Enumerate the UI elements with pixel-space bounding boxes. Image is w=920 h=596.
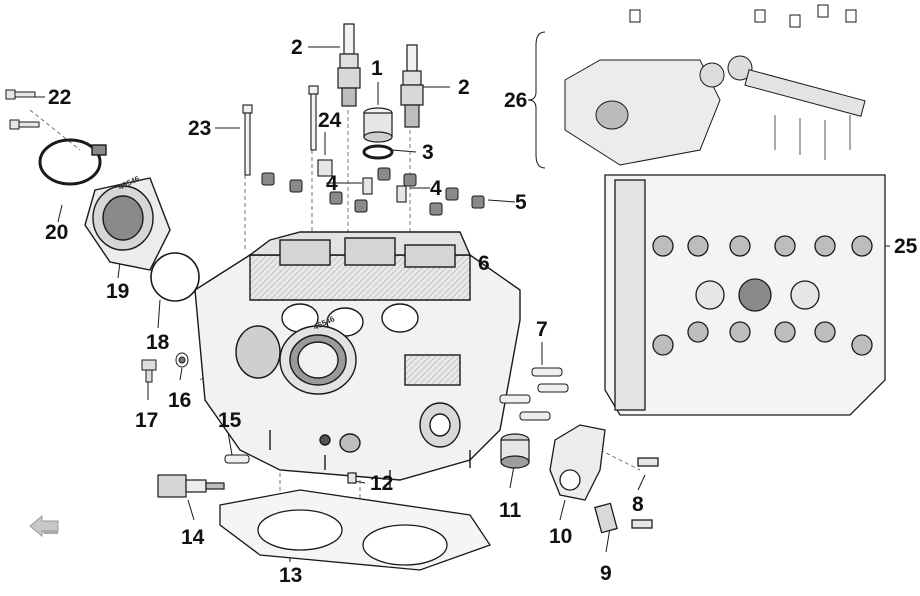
callout-12[interactable]: 12: [370, 472, 394, 495]
callout-10[interactable]: 10: [549, 525, 573, 548]
cam-pins: [317, 159, 407, 203]
callout-9[interactable]: 9: [600, 562, 612, 585]
o-ring-large: [150, 252, 200, 302]
coolant-outlet: [549, 424, 659, 534]
o-ring-small: [362, 144, 394, 160]
long-bolts: [242, 85, 319, 176]
intake-boot-on-head: [279, 325, 357, 395]
plug-cap: [363, 107, 393, 143]
callout-5[interactable]: 5: [515, 191, 527, 214]
callout-11[interactable]: 11: [499, 499, 522, 522]
head-top-view: [604, 174, 886, 416]
callout-6[interactable]: 6: [478, 252, 490, 275]
callout-26[interactable]: 26: [504, 89, 528, 112]
dowel-pins: [224, 367, 569, 464]
bolt-washer: [141, 352, 189, 383]
callout-23[interactable]: 23: [188, 117, 212, 140]
callout-20[interactable]: 20: [45, 221, 69, 244]
valve-stem-seals: [261, 167, 485, 216]
callout-7[interactable]: 7: [536, 318, 548, 341]
callout-4-right[interactable]: 4: [430, 177, 442, 200]
callout-15[interactable]: 15: [218, 409, 242, 432]
screws: [5, 89, 40, 130]
callout-8[interactable]: 8: [632, 493, 644, 516]
callout-19[interactable]: 19: [106, 280, 130, 303]
assembly-inset: [564, 4, 866, 166]
callout-2-right[interactable]: 2: [458, 76, 470, 99]
bushing: [500, 433, 530, 469]
callout-24[interactable]: 24: [318, 109, 342, 132]
cylinder-head: [194, 231, 521, 490]
callout-14[interactable]: 14: [181, 526, 205, 549]
callout-1[interactable]: 1: [371, 57, 383, 80]
temperature-sensor: [157, 472, 357, 498]
callout-25[interactable]: 25: [894, 235, 918, 258]
callout-22[interactable]: 22: [48, 86, 72, 109]
callout-13[interactable]: 13: [279, 564, 303, 587]
callout-17[interactable]: 17: [135, 409, 159, 432]
callout-4-left[interactable]: 4: [326, 172, 338, 195]
callout-2-left[interactable]: 2: [291, 36, 303, 59]
spark-plug-right: [400, 44, 424, 128]
callout-3[interactable]: 3: [422, 141, 434, 164]
callout-16[interactable]: 16: [168, 389, 192, 412]
intake-manifold: [38, 138, 171, 271]
spark-plug-left: [337, 23, 361, 107]
callout-18[interactable]: 18: [146, 331, 170, 354]
arrow-icon[interactable]: [28, 510, 62, 540]
head-gasket: [219, 489, 492, 571]
